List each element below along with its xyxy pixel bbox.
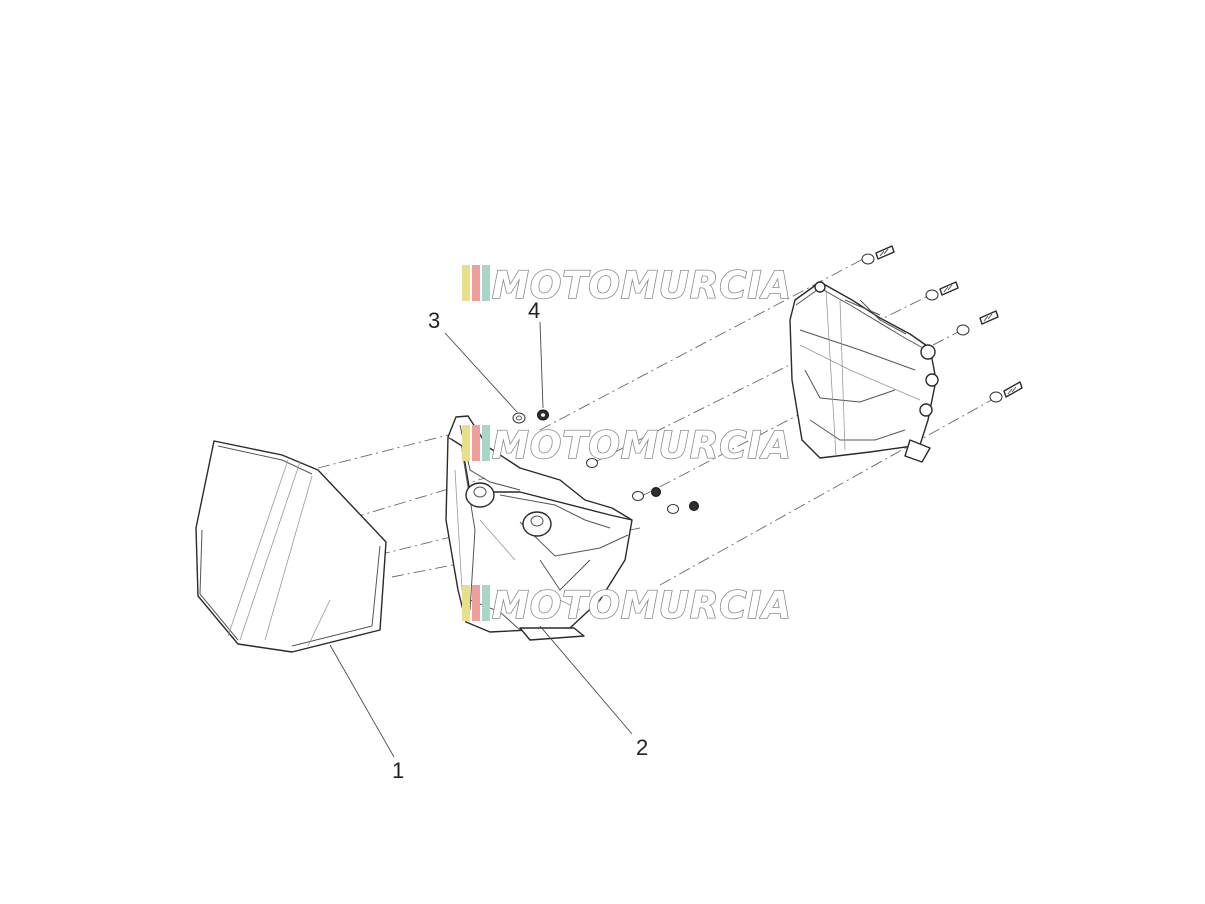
watermark-bottom: MOTOMURCIA	[462, 583, 792, 628]
label-part-2: 2	[636, 735, 648, 760]
screw-3	[956, 310, 999, 336]
label-part-4: 4	[528, 298, 540, 323]
watermark-stripe-green	[482, 585, 490, 621]
label-part-1: 1	[392, 758, 404, 783]
watermark-text: MOTOMURCIA	[492, 264, 792, 307]
part-4-nut	[537, 409, 549, 421]
watermark-stripe-red	[472, 425, 480, 461]
part-labels: 1 2 3 4	[392, 298, 648, 783]
headlight-unit	[789, 281, 939, 463]
watermark-stripe-yellow	[462, 425, 470, 461]
watermark-stripe-green	[482, 425, 490, 461]
screw-4	[989, 381, 1023, 403]
watermark-stripe-yellow	[462, 585, 470, 621]
watermark-text: MOTOMURCIA	[492, 424, 792, 467]
small-hardware	[512, 409, 699, 514]
watermark-stripe-green	[482, 265, 490, 301]
watermark-stripe-yellow	[462, 265, 470, 301]
label-part-3: 3	[428, 308, 440, 333]
screw-2	[925, 281, 959, 301]
watermark-text: MOTOMURCIA	[492, 584, 792, 627]
watermark-stripe-red	[472, 265, 480, 301]
watermark-top: MOTOMURCIA	[462, 263, 792, 308]
screws-and-washers	[861, 245, 1023, 403]
watermark-stripe-red	[472, 585, 480, 621]
part-1-lens	[195, 440, 387, 653]
screw-1	[861, 245, 895, 265]
watermark-middle: MOTOMURCIA	[462, 423, 792, 468]
leader-lines	[329, 321, 633, 758]
part-3-washer	[512, 412, 526, 424]
